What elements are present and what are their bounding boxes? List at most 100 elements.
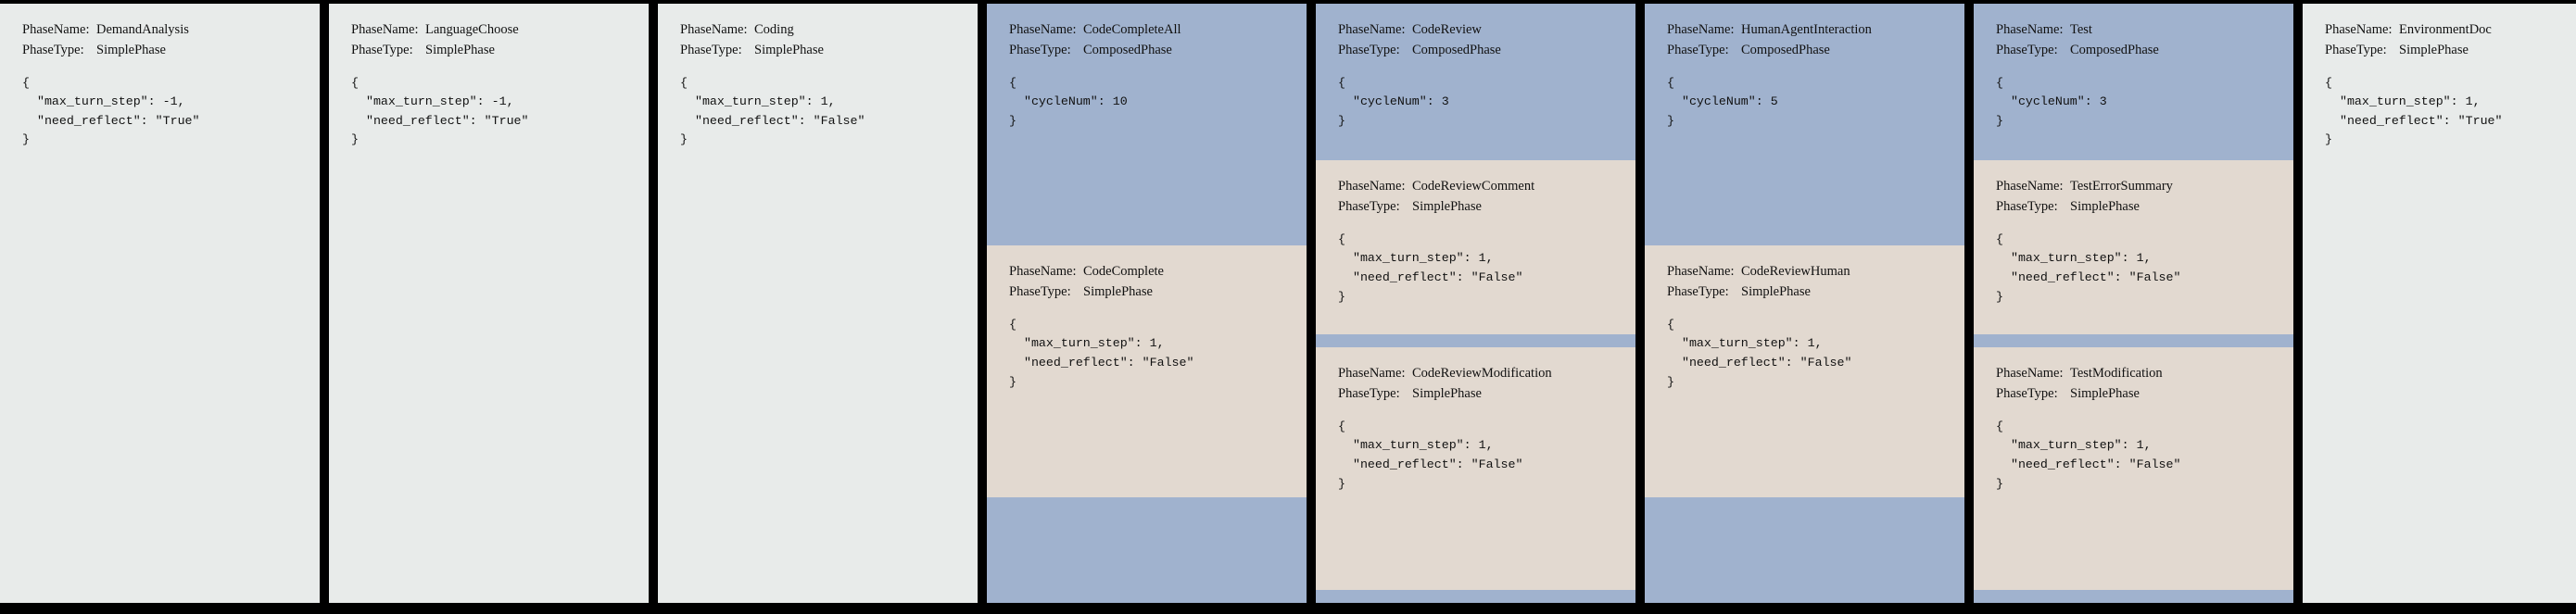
phase-name-value: CodeReview [1412,22,1482,37]
phase-name-label: PhaseName: [1667,22,1735,37]
phase-name-label: PhaseName: [1996,22,2064,37]
meta-row: PhaseName: EnvironmentDoc [2325,20,2576,41]
phase-config-json: { "max_turn_step": 1, "need_reflect": "F… [680,75,865,147]
phase-type-value: ComposedPhase [1083,42,1172,57]
phase-config-json: { "max_turn_step": 1, "need_reflect": "F… [1996,419,2181,491]
phase-name-value: TestModification [2070,366,2163,382]
phase-name-label: PhaseName: [1996,179,2064,194]
meta-row: PhaseType: SimplePhase [1338,197,1613,218]
phase-type-label: PhaseType: [1338,199,1400,215]
phase-name-label: PhaseName: [1338,366,1406,382]
phase-config-json: { "cycleNum": 10 } [1009,75,1128,128]
phase-config-json: { "max_turn_step": 1, "need_reflect": "T… [2325,75,2503,147]
meta-row: PhaseType:ComposedPhase [1009,41,1284,61]
phase-type-label: PhaseType: [1009,284,1071,300]
meta-row: PhaseType: SimplePhase [1009,282,1284,303]
phase-name-value: EnvironmentDoc [2399,22,2492,37]
phase-type-label: PhaseType: [1667,42,1729,57]
phase-type-value: SimplePhase [2399,42,2469,57]
phase-name-value: LanguageChoose [425,22,519,37]
phase-config-json: { "max_turn_step": 1, "need_reflect": "F… [1009,317,1194,389]
phase-name-value: Coding [754,22,794,37]
meta-row: PhaseType:SimplePhase [1667,282,1942,303]
phase-name-label: PhaseName: [22,22,90,37]
phase-config-json: { "max_turn_step": 1, "need_reflect": "F… [1338,232,1523,304]
phase-type-label: PhaseType: [1996,386,2058,402]
phase-name-label: PhaseName: [351,22,419,37]
phase-type-label: PhaseType: [1667,284,1729,300]
meta-row: PhaseType:SimplePhase [680,41,955,61]
phase-name-label: PhaseName: [1667,264,1735,280]
phase-config-json: { "max_turn_step": -1, "need_reflect": "… [351,75,529,147]
phase-type-label: PhaseType: [351,42,413,57]
phase-config-json: { "cycleNum": 5 } [1667,75,1778,128]
phase-type-label: PhaseType: [1338,386,1400,402]
meta-row: PhaseType:ComposedPhase [1338,41,1613,61]
composed-header-fill [1316,144,1635,161]
phase-name-value: HumanAgentInteraction [1741,22,1872,37]
subphase-divider [1974,334,2293,348]
meta-row: PhaseName:CodeReviewComment [1338,177,1613,197]
phase-name-value: CodeReviewHuman [1741,264,1850,280]
subphase-divider [1645,497,1964,511]
phase-name-label: PhaseName: [2325,22,2393,37]
phase-name-value: TestErrorSummary [2070,179,2173,194]
meta-row: PhaseName: TestErrorSummary [1996,177,2271,197]
simple-phase-fill [0,382,320,603]
phase-type-label: PhaseType: [1996,199,2058,215]
composed-tail-fill [1645,510,1964,603]
phase-config-json: { "max_turn_step": -1, "need_reflect": "… [22,75,200,147]
phase-config-json: { "cycleNum": 3 } [1996,75,2107,128]
phase-type-value: SimplePhase [754,42,824,57]
phase-name-label: PhaseName: [1996,366,2064,382]
phase-type-value: SimplePhase [96,42,166,57]
phase-type-value: SimplePhase [1412,386,1482,402]
phase-type-label: PhaseType: [1338,42,1400,57]
phase-type-value: SimplePhase [1412,199,1482,215]
simple-phase-fill [658,382,978,603]
phase-name-label: PhaseName: [1009,22,1077,37]
composed-header-fill [1645,144,1964,246]
phase-config-json: { "max_turn_step": 1, "need_reflect": "F… [1667,317,1852,389]
subphase-divider [1974,590,2293,603]
phase-name-value: DemandAnalysis [96,22,189,37]
phase-type-value: SimplePhase [2070,199,2140,215]
phase-type-value: SimplePhase [1083,284,1153,300]
phase-type-value: ComposedPhase [1741,42,1830,57]
meta-row: PhaseType: ComposedPhase [1667,41,1942,61]
meta-row: PhaseType:SimplePhase [2325,41,2576,61]
meta-row: PhaseType: SimplePhase [351,41,626,61]
phase-name-label: PhaseName: [1338,22,1406,37]
phase-type-value: SimplePhase [425,42,495,57]
meta-row: PhaseType: SimplePhase [1996,384,2271,405]
meta-row: PhaseType: SimplePhase [1338,384,1613,405]
subphase-divider [1316,334,1635,348]
meta-row: PhaseName:Test [1996,20,2271,41]
composed-tail-fill [987,510,1307,603]
meta-row: PhaseName:CodeCompleteAll [1009,20,1284,41]
phase-type-value: SimplePhase [2070,386,2140,402]
phase-type-label: PhaseType: [1996,42,2058,57]
